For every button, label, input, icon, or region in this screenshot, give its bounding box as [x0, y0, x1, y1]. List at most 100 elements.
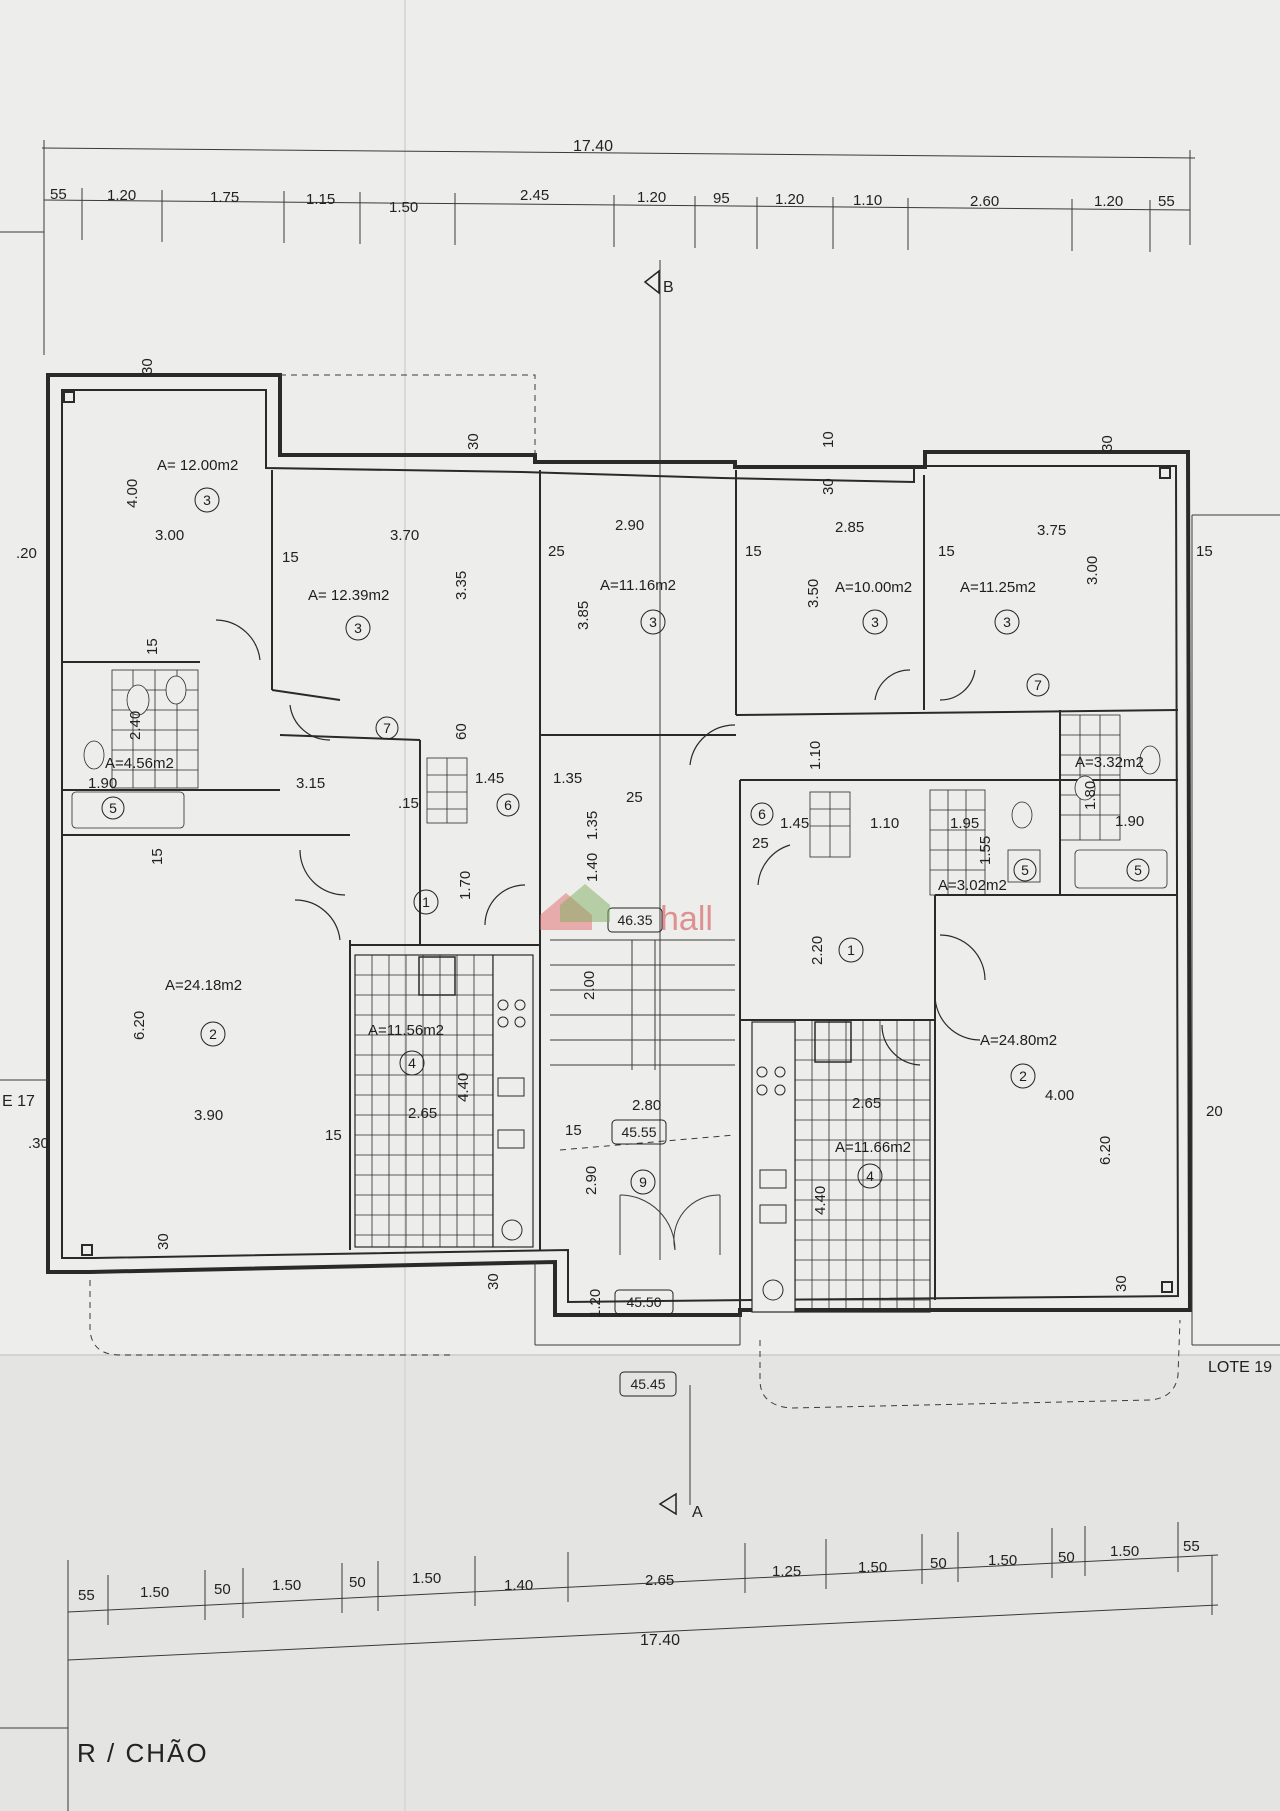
- bathtub-left: [71, 791, 185, 829]
- sheet-title: R / CHÃO: [77, 1738, 209, 1768]
- dim-misc-13: 15: [144, 638, 161, 655]
- bottom-dim-12: 1.50: [988, 1552, 1017, 1569]
- bathroom-tiles-left: [71, 669, 199, 829]
- top-dim-4: 1.15: [306, 191, 335, 208]
- room-area-bath-left: A=4.56m2: [105, 755, 174, 772]
- room-h-bath-left: 2.40: [127, 711, 144, 740]
- dim-misc-35: 25: [752, 835, 769, 852]
- room-h-bedroom-4: 3.50: [805, 579, 822, 608]
- room-num-storage-left: 6: [504, 797, 512, 813]
- bathtub-right: [1074, 849, 1168, 889]
- door-swings: [215, 619, 986, 1066]
- top-dim-5: 1.50: [389, 199, 418, 216]
- dim-misc-6: .20: [16, 545, 37, 562]
- dim-misc-34: 25: [626, 789, 643, 806]
- dim-misc-26: 2.00: [581, 971, 598, 1000]
- room-num-bath-right: 5: [1134, 862, 1142, 878]
- room-area-bedroom-5: A=11.25m2: [960, 579, 1036, 596]
- room-w-kitchen-right: 2.65: [852, 1095, 881, 1112]
- bottom-dim-ticks: [107, 1522, 1179, 1625]
- room-num-bath-left: 5: [109, 800, 117, 816]
- room-area-living-left: A=24.18m2: [165, 977, 242, 994]
- top-dim-7: 1.20: [637, 189, 666, 206]
- bottom-dim-14: 1.50: [1110, 1543, 1139, 1560]
- dim-misc-27: 2.80: [632, 1097, 661, 1114]
- room-num-hall-left: 1: [422, 894, 430, 910]
- room-area-bedroom-1: A= 12.00m2: [157, 457, 238, 474]
- room-num-kitchen-right: 4: [866, 1168, 874, 1184]
- room-num-hall-right: 1: [847, 942, 855, 958]
- section-label-a: A: [692, 1504, 703, 1521]
- room-area-bedroom-4: A=10.00m2: [835, 579, 912, 596]
- lot-right-label: LOTE 19: [1208, 1359, 1272, 1376]
- column-se: [1161, 1281, 1173, 1293]
- level-exterior: 45.45: [630, 1376, 665, 1392]
- room-num-kitchen-left: 4: [408, 1055, 416, 1071]
- room-h-bath-right: 1.80: [1082, 781, 1099, 810]
- room-w-bath-left: 1.90: [88, 775, 117, 792]
- top-dim-12: 1.20: [1094, 193, 1123, 210]
- room-h-bedroom-3: 3.85: [575, 601, 592, 630]
- level-entrance: 45.50: [626, 1294, 661, 1310]
- bottom-dimension-chain: 55 1.50 50 1.50 50 1.50 1.40 2.65 1.25 1…: [67, 1522, 1219, 1750]
- stair-core: [550, 939, 736, 1255]
- room-h-kitchen-left: 4.40: [455, 1073, 472, 1102]
- top-dim-10: 1.10: [853, 192, 882, 209]
- bathroom-tiles-center: [929, 789, 1041, 896]
- dim-misc-28: 2.90: [583, 1166, 600, 1195]
- dim-misc-12: 25: [548, 543, 565, 560]
- room-w-bedroom-2: 3.70: [390, 527, 419, 544]
- bottom-dim-4: 1.50: [272, 1577, 301, 1594]
- section-label-b: B: [663, 279, 674, 296]
- dim-misc-10: 15: [938, 543, 955, 560]
- bottom-dim-6: 1.50: [412, 1570, 441, 1587]
- bottom-dim-10: 1.50: [858, 1559, 887, 1576]
- dim-misc-8: 15: [282, 549, 299, 566]
- room-h-bedroom-1: 4.00: [124, 479, 141, 508]
- room-area-living-right: A=24.80m2: [980, 1032, 1057, 1049]
- column-sw: [81, 1244, 93, 1256]
- bottom-dim-13: 50: [1058, 1549, 1075, 1566]
- bottom-dim-1: 55: [78, 1587, 95, 1604]
- dim-misc-30: 30: [155, 1233, 172, 1250]
- room-num-bedroom-4: 3: [871, 614, 879, 630]
- dim-misc-17: 1.45: [475, 770, 504, 787]
- column-nw: [63, 391, 75, 403]
- dim-misc-19: 1.35: [584, 811, 601, 840]
- room-labels: A= 12.00m2 3 3.00 4.00 A= 12.39m2 3 3.70…: [88, 457, 1150, 1215]
- bathroom-tiles-right: [1059, 714, 1168, 889]
- dim-misc-2: 30: [465, 433, 482, 450]
- paper-lower-shade: [0, 1355, 1280, 1811]
- kitchen-counter-left: [492, 954, 534, 1248]
- room-num-living-left: 2: [209, 1026, 217, 1042]
- dim-misc-21: 1.70: [457, 871, 474, 900]
- dim-misc-23: 1.10: [870, 815, 899, 832]
- dashed-outlines: [89, 374, 1181, 1409]
- room-num-bath-center: 5: [1021, 862, 1029, 878]
- room-w-bedroom-5: 3.75: [1037, 522, 1066, 539]
- kitchen-tiling-right: [751, 1019, 931, 1313]
- dim-misc-31: 30: [485, 1273, 502, 1290]
- dim-misc-24: 1.45: [780, 815, 809, 832]
- section-mark-a: A: [658, 1385, 703, 1521]
- bottom-dim-3: 50: [214, 1581, 231, 1598]
- bottom-dim-8: 2.65: [645, 1572, 674, 1589]
- outer-walls: [46, 373, 1193, 1317]
- top-dim-ticks: [81, 188, 1151, 252]
- room-w-living-right: 4.00: [1045, 1087, 1074, 1104]
- top-dim-8: 95: [713, 190, 730, 207]
- level-landing: 46.35: [617, 912, 652, 928]
- bottom-dim-7: 1.40: [504, 1577, 533, 1594]
- room-area-bedroom-3: A=11.16m2: [600, 577, 676, 594]
- dim-misc-1: 30: [139, 358, 156, 375]
- top-dim-13: 55: [1158, 193, 1175, 210]
- room-h-bedroom-2: 3.35: [453, 571, 470, 600]
- column-ne: [1159, 467, 1171, 479]
- top-dim-1: 55: [50, 186, 67, 203]
- bottom-dim-5: 50: [349, 1574, 366, 1591]
- room-w-living-left: 3.90: [194, 1107, 223, 1124]
- kitchen-counter-right: [751, 1021, 796, 1313]
- bottom-dim-2: 1.50: [140, 1584, 169, 1601]
